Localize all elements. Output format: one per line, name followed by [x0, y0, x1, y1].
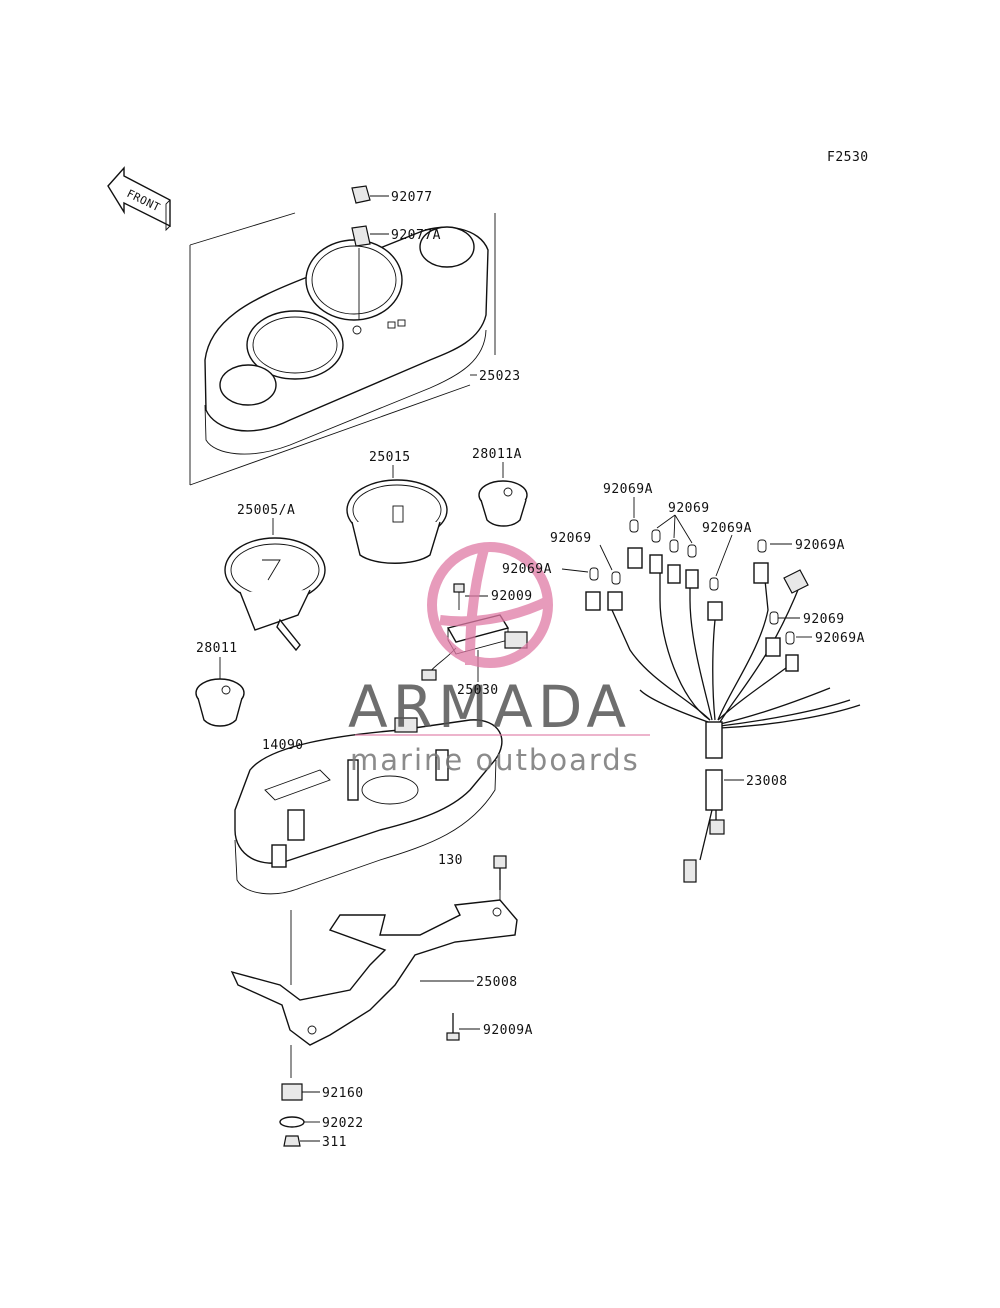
- label-92069A-left: 92069A: [502, 562, 552, 577]
- meter-case-14090: [234, 717, 503, 985]
- front-arrow-icon: FRONT: [107, 166, 171, 232]
- cap-28011A: [478, 462, 528, 527]
- label-92069A-top: 92069A: [603, 482, 653, 497]
- label-92077A: 92077A: [391, 228, 441, 243]
- label-92077: 92077: [391, 190, 433, 205]
- wiring-harness-23008: [561, 497, 861, 883]
- label-92069A-right: 92069A: [795, 538, 845, 553]
- label-92069A-mid: 92069A: [702, 521, 752, 536]
- label-14090: 14090: [262, 738, 304, 753]
- watermark-logo: [355, 542, 650, 736]
- label-92009A: 92009A: [483, 1023, 533, 1038]
- label-92069-top: 92069: [668, 501, 710, 516]
- label-130: 130: [438, 853, 463, 868]
- meter-cover-25023: [189, 212, 496, 486]
- label-25015: 25015: [369, 450, 411, 465]
- label-311: 311: [322, 1135, 347, 1150]
- label-23008: 23008: [746, 774, 788, 789]
- bolt-92009A: [446, 1013, 480, 1041]
- label-92069-left: 92069: [550, 531, 592, 546]
- label-28011A: 28011A: [472, 447, 522, 462]
- label-25023: 25023: [479, 369, 521, 384]
- label-25005A: 25005/A: [237, 503, 295, 518]
- label-92022: 92022: [322, 1116, 364, 1131]
- label-92009: 92009: [491, 589, 533, 604]
- figure-code: F2530: [827, 150, 869, 165]
- meter-25015: [346, 465, 448, 564]
- grommet-92160: [281, 1083, 320, 1101]
- label-25030: 25030: [457, 683, 499, 698]
- label-92069-right: 92069: [803, 612, 845, 627]
- knob-92077A: [351, 225, 389, 320]
- cap-28011: [195, 657, 245, 727]
- label-28011: 28011: [196, 641, 238, 656]
- meter-25005A: [224, 518, 326, 652]
- label-92069A-right2: 92069A: [815, 631, 865, 646]
- watermark-title: ARMADA: [348, 673, 631, 741]
- watermark-subtitle: marine outboards: [350, 743, 640, 777]
- label-25008: 25008: [476, 975, 518, 990]
- nut-311: [283, 1135, 320, 1147]
- label-92160: 92160: [322, 1086, 364, 1101]
- knob-92077: [351, 185, 389, 204]
- washer-92022: [279, 1116, 320, 1128]
- bracket-25008: [230, 899, 518, 1046]
